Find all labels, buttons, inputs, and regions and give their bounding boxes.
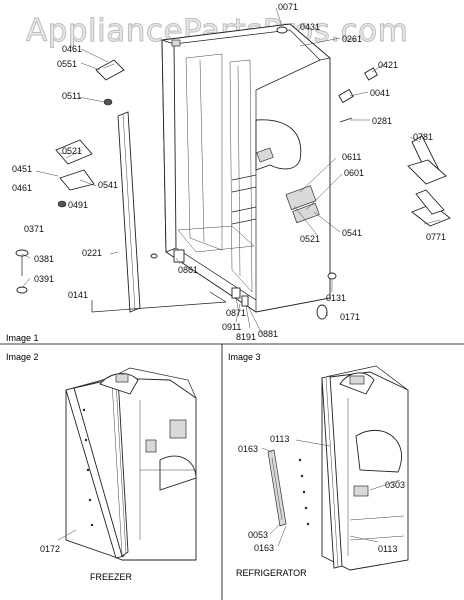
label-0871: 0871 [226,308,246,318]
label-0421: 0421 [378,60,398,70]
image1-bottom-parts [150,249,249,307]
label-0771: 0771 [426,232,446,242]
label-8191: 8191 [236,332,256,342]
image3-caption: Image 3 [228,352,261,362]
label-0381: 0381 [34,254,54,264]
image1-leader-lines [21,7,441,335]
label-0131: 0131 [326,293,346,303]
label-0391: 0391 [34,274,54,284]
label-0371: 0371 [24,224,44,234]
label-0541-right: 0541 [342,228,362,238]
label-0071: 0071 [278,2,298,12]
label-0461-top: 0461 [62,44,82,54]
label-0521-left: 0521 [62,146,82,156]
label-0281: 0281 [372,116,392,126]
label-0261: 0261 [342,34,362,44]
label-0601: 0601 [344,168,364,178]
image1-caption: Image 1 [6,333,39,343]
label-0551: 0551 [57,59,77,69]
label-0053: 0053 [248,530,268,540]
label-0431: 0431 [300,22,320,32]
image1-right-parts [316,67,451,320]
label-0113-top: 0113 [270,434,289,444]
label-0491: 0491 [68,200,88,210]
label-0451: 0451 [12,164,32,174]
label-0541-left: 0541 [98,180,118,190]
image1-leveler [15,249,29,294]
label-0163-top: 0163 [238,444,258,454]
label-0041: 0041 [370,88,390,98]
image3-leader-lines [261,439,401,547]
watermark-text: AppliancePartsPros.com [26,13,408,49]
label-0163-bottom: 0163 [254,543,274,553]
label-0911: 0911 [222,322,241,332]
label-0511: 0511 [62,91,81,101]
label-0461-mid: 0461 [12,183,32,193]
image1-top-hinge [95,59,125,106]
label-0521-right: 0521 [300,234,320,244]
image3-refrigerator-liner [321,365,409,571]
label-0861: 0861 [178,265,198,275]
image3-shelf-rail [267,449,310,527]
image2-caption: Image 2 [6,352,39,362]
freezer-caption: FREEZER [90,572,133,582]
label-0881: 0881 [258,329,278,339]
refrigerator-caption: REFRIGERATOR [236,568,307,578]
panel-borders [0,343,464,600]
label-0141: 0141 [68,290,88,300]
image1-cabinet-liner [161,23,331,313]
image1-lower-hinge [55,139,95,208]
label-0172: 0172 [40,544,60,554]
image1-labels: 0071 0261 0431 0461 0551 0421 0511 0041 … [12,2,446,342]
label-0781: 0781 [413,132,433,142]
label-0113-bottom: 0113 [378,544,397,554]
label-0221: 0221 [82,248,102,258]
label-0171: 0171 [340,312,360,322]
label-0611: 0611 [342,152,361,162]
image2-freezer-liner [65,367,197,561]
label-0303: 0303 [385,480,405,490]
